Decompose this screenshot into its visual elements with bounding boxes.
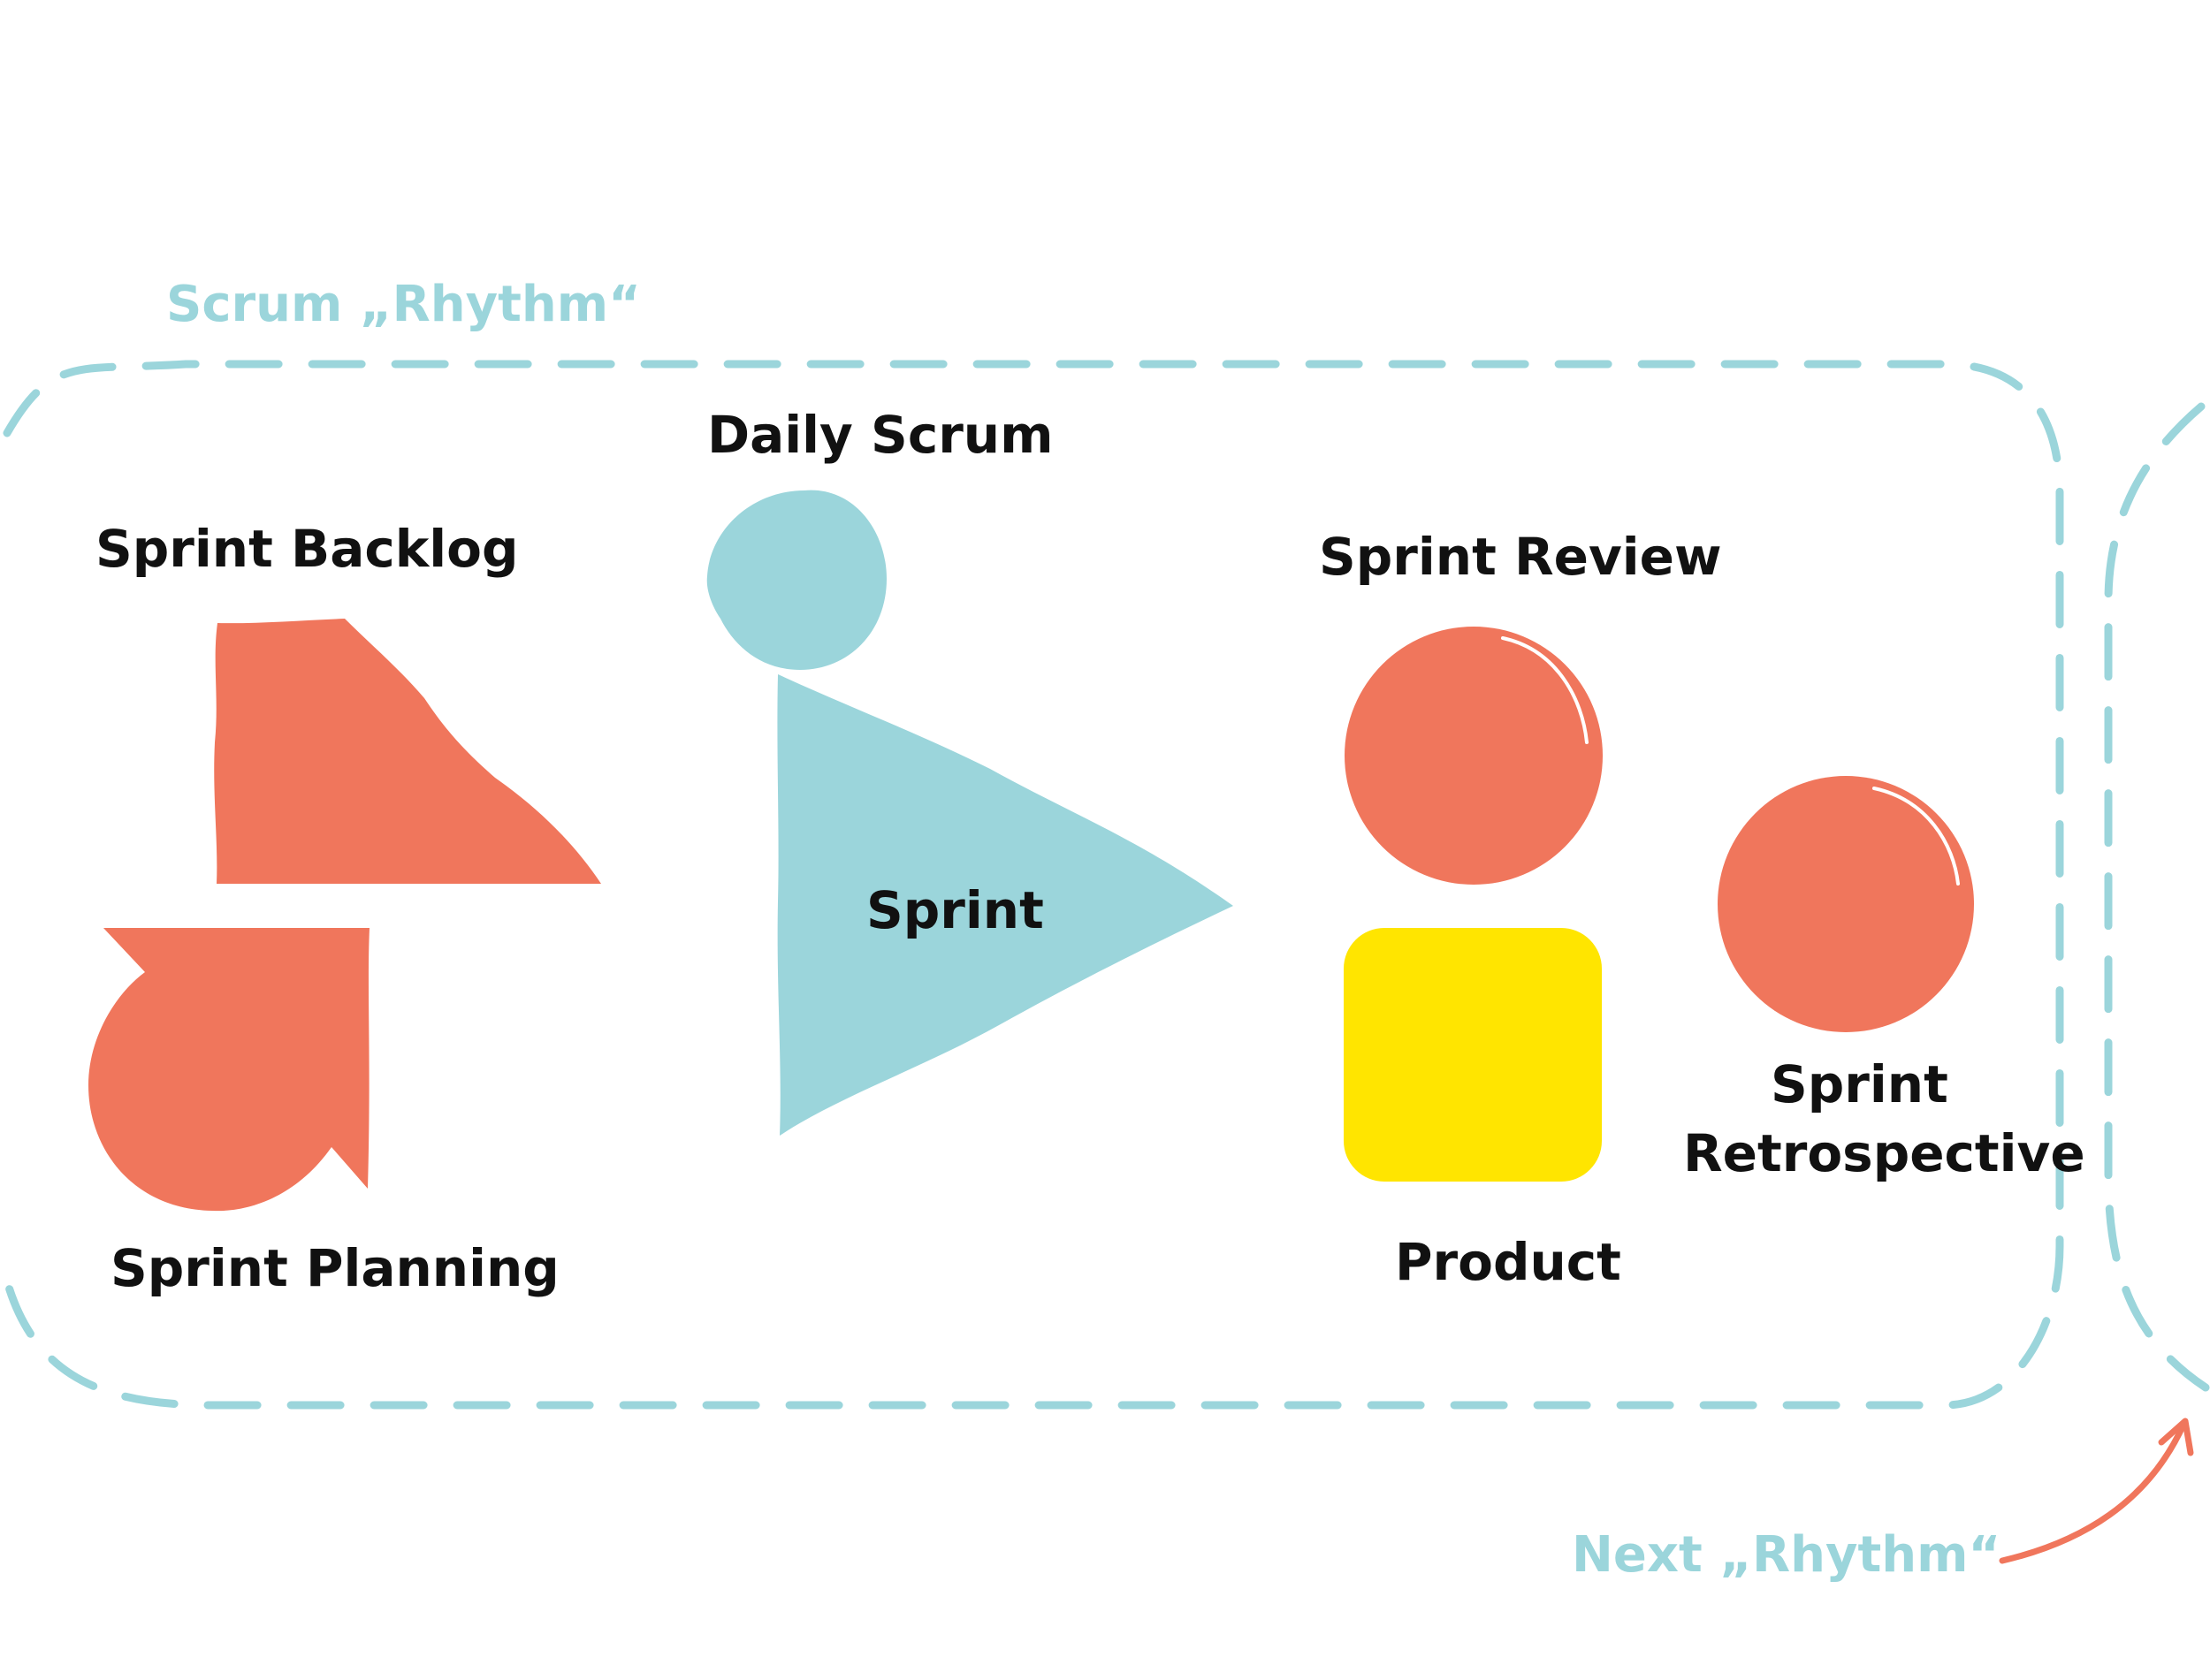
sprint-planning-label: Sprint Planning: [110, 1238, 560, 1298]
sprint-label: Sprint: [866, 880, 1044, 940]
next-rhythm-boundary: [2104, 402, 2210, 1392]
sprint-retrospective-highlight: [1872, 787, 1960, 886]
sprint-backlog-label: Sprint Backlog: [95, 519, 519, 579]
next-rhythm-arrowhead-icon: [2158, 1418, 2194, 1456]
next-rhythm-arrow-icon: [1999, 1421, 2187, 1564]
sprint-backlog-shape: [214, 619, 602, 884]
sprint-retrospective-shape: [1718, 776, 1974, 1032]
sprint-review-highlight: [1501, 636, 1589, 744]
daily-scrum-shape: [706, 490, 887, 670]
sprint-retrospective-label-line1: Sprint: [1771, 1054, 1948, 1114]
sprint-planning-shape: [88, 928, 370, 1212]
sprint-review-label: Sprint Review: [1319, 527, 1722, 587]
product-shape: [1344, 928, 1602, 1182]
daily-scrum-label: Daily Scrum: [707, 405, 1054, 465]
sprint-review-shape: [1345, 627, 1603, 885]
product-label: Product: [1395, 1232, 1621, 1292]
sprint-shape: [777, 674, 1233, 1136]
scrum-rhythm-label: Scrum „Rhythm“: [166, 276, 641, 333]
sprint-retrospective-label-line2: Retrospective: [1683, 1123, 2085, 1183]
scrum-rhythm-boundary: [3, 360, 2064, 1410]
next-rhythm-label: Next „Rhythm“: [1572, 1526, 2000, 1584]
